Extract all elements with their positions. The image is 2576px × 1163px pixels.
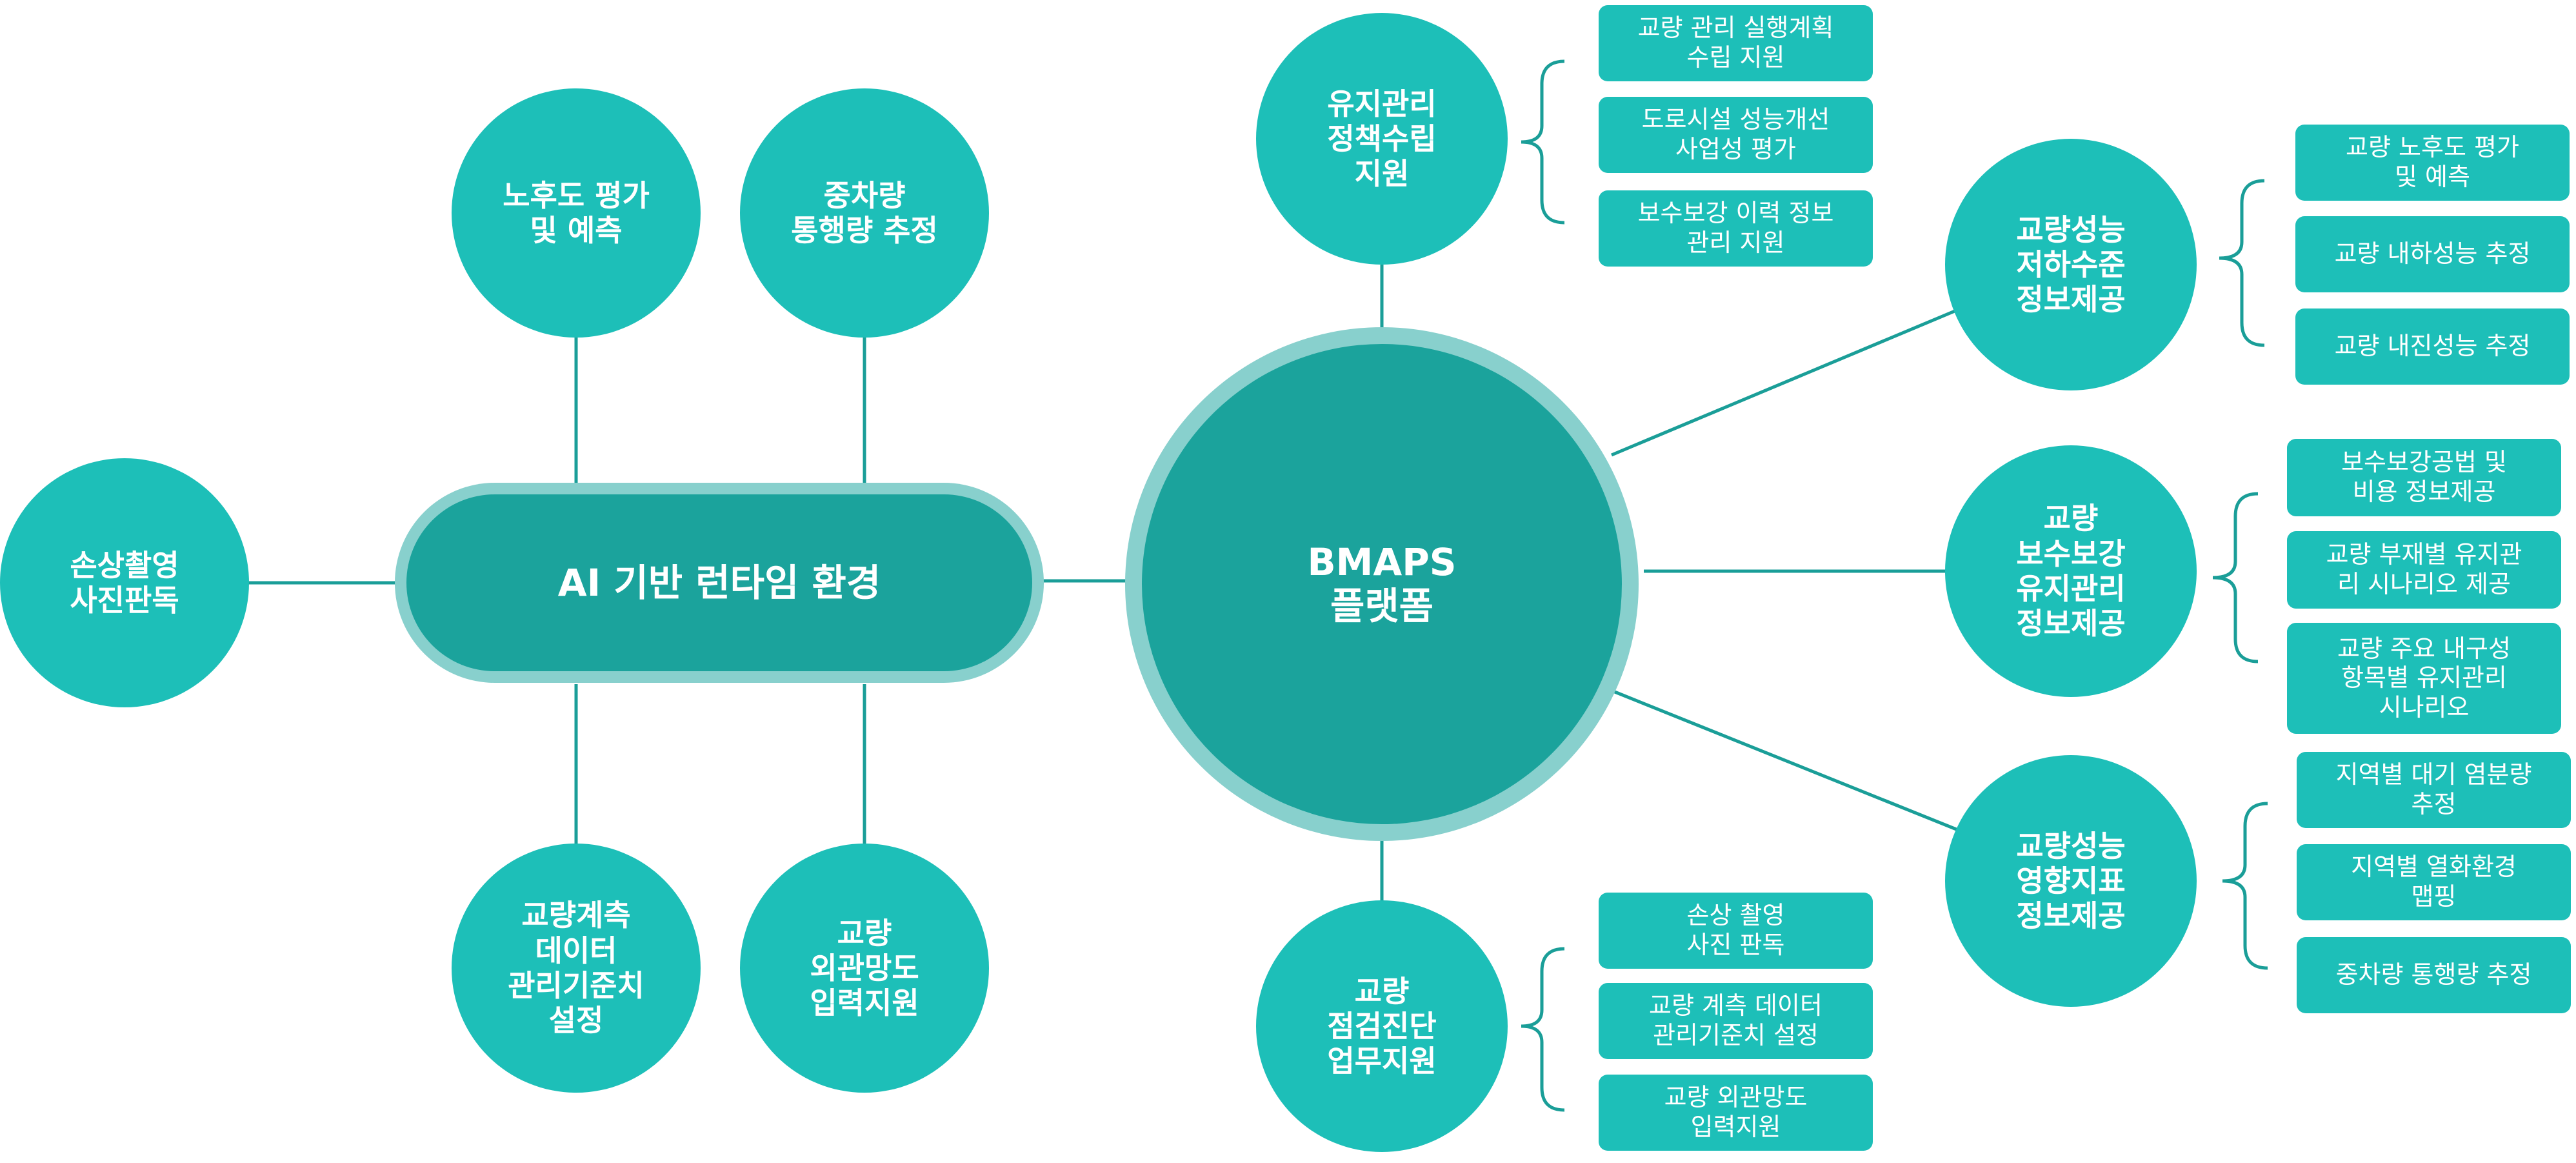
box-inspect-2 [1599, 983, 1873, 1059]
circle-photo [0, 458, 249, 707]
box-policy-1 [1599, 5, 1873, 81]
box-repair-1 [2287, 439, 2561, 516]
box-policy-3 [1599, 190, 1873, 267]
brace-repair [2212, 492, 2259, 663]
brace-policy [1521, 59, 1565, 225]
box-inspect-3 [1599, 1075, 1873, 1151]
circle-exterior [740, 844, 989, 1093]
box-perf-1 [2295, 125, 2570, 201]
box-perf-2 [2295, 216, 2570, 292]
circle-aging [452, 88, 701, 338]
circle-repair [1945, 445, 2197, 697]
circle-inspect [1256, 900, 1508, 1152]
brace-inspect [1521, 947, 1565, 1112]
connector-env [1611, 689, 1965, 834]
circle-policy [1256, 13, 1508, 265]
box-inspect-1 [1599, 893, 1873, 969]
ai-runtime-hub [406, 494, 1032, 671]
circle-env [1945, 755, 2197, 1007]
circle-measure [452, 844, 701, 1093]
box-env-1 [2297, 752, 2571, 828]
box-perf-3 [2295, 308, 2570, 385]
brace-env [2222, 802, 2268, 970]
connector-perf [1611, 309, 1955, 457]
item-boxes [1599, 5, 2571, 1151]
circle-perf [1945, 139, 2197, 390]
box-policy-2 [1599, 97, 1873, 173]
bmaps-hub [1142, 344, 1622, 824]
box-env-3 [2297, 937, 2571, 1013]
connectors [248, 59, 2268, 1112]
circle-heavy [740, 88, 989, 338]
box-repair-3 [2287, 623, 2561, 734]
box-repair-2 [2287, 531, 2561, 609]
box-env-2 [2297, 844, 2571, 920]
brace-perf [2219, 179, 2265, 347]
